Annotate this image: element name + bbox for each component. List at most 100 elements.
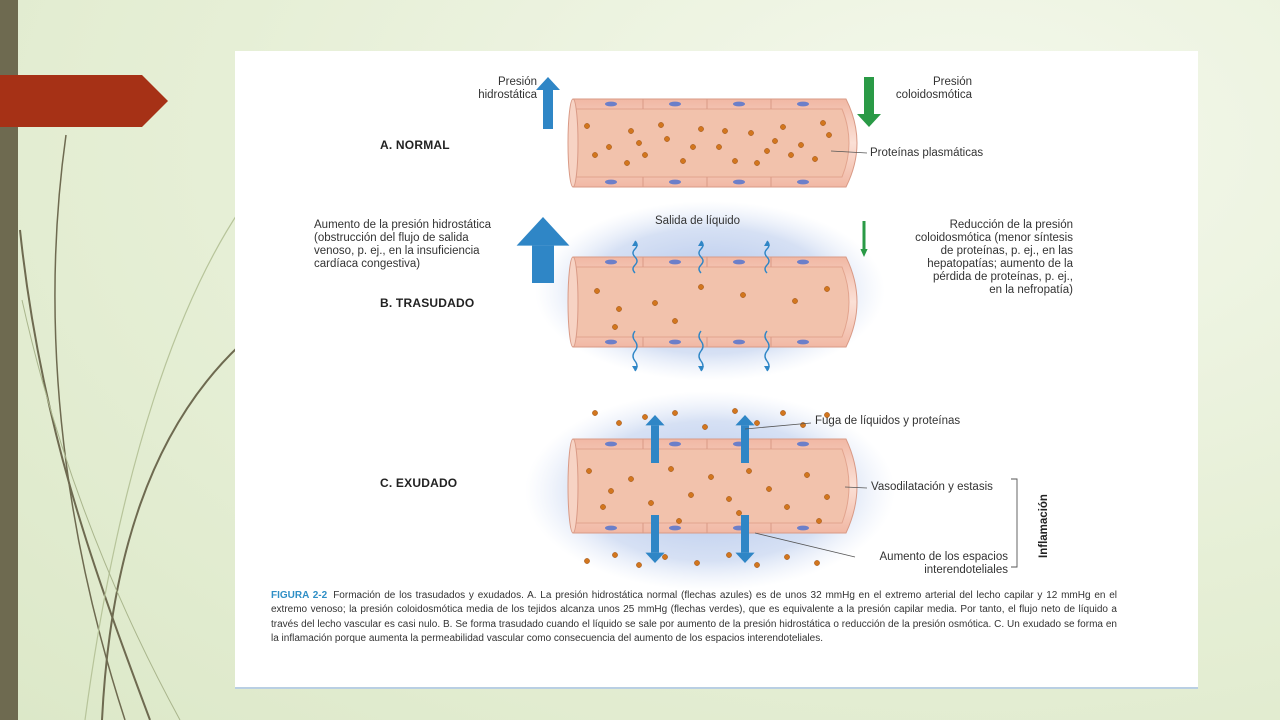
protein-dot (688, 492, 694, 498)
protein-dot (726, 496, 732, 502)
protein-dot (642, 414, 648, 420)
endothelial-nucleus (797, 441, 809, 447)
protein-dot (636, 562, 642, 568)
endothelial-nucleus (605, 441, 617, 447)
label-aumento-presion: Aumento de la presión hidrostática (obst… (314, 219, 526, 271)
protein-dot (708, 474, 714, 480)
label-line: Presión (933, 76, 972, 88)
leader-line (744, 422, 812, 430)
label-line: pérdida de proteínas, p. ej., (932, 271, 1073, 283)
section-normal: A. NORMAL (380, 138, 450, 152)
protein-dot (748, 130, 754, 136)
protein-dot (798, 142, 804, 148)
protein-dot (698, 284, 704, 290)
protein-dot (780, 410, 786, 416)
endothelial-nucleus (669, 525, 681, 531)
endothelial-nucleus (605, 339, 617, 345)
endothelial-nucleus (797, 339, 809, 345)
fluid-wave-arrow-head (764, 241, 770, 246)
protein-dot (594, 288, 600, 294)
protein-dot (754, 420, 760, 426)
protein-dot (732, 408, 738, 414)
label-line: venoso, p. ej., en la insuficiencia (314, 245, 480, 257)
label-line: coloidosmótica (menor síntesis (915, 232, 1073, 244)
endothelial-nucleus (605, 259, 617, 265)
label-fuga: Fuga de líquidos y proteínas (815, 415, 961, 427)
section-transudado: B. TRASUDADO (380, 296, 475, 310)
fluid-wave-arrow (632, 240, 638, 274)
endothelial-nucleus (797, 259, 809, 265)
endothelial-nucleus (669, 101, 681, 107)
vessel-lumen (572, 108, 850, 178)
label-line: coloidosmótica (895, 89, 972, 101)
protein-dot (736, 510, 742, 516)
protein-dot (754, 160, 760, 166)
leader-line (830, 150, 868, 154)
leak-arrow-up-head (735, 415, 755, 426)
protein-dot (612, 324, 618, 330)
protein-dot (628, 476, 634, 482)
label-line: hidrostática (478, 89, 537, 101)
leak-arrow-down-head (735, 552, 755, 563)
label-aumento-espacios: Aumento de los espacios interendoteliale… (835, 551, 1009, 577)
vessel-cut-end (567, 438, 579, 534)
label-line: Presión (498, 76, 537, 88)
leader-line (844, 486, 868, 489)
protein-dot (586, 468, 592, 474)
protein-dot (616, 420, 622, 426)
caption-label: FIGURA 2-2 (271, 590, 328, 601)
label-presion-hidrostatica: Presión hidrostática (425, 76, 537, 102)
fluid-wave-arrow-head (632, 241, 638, 246)
fluid-wave-arrow (764, 240, 770, 274)
endothelial-nucleus (605, 179, 617, 185)
label-line: hepatopatías; aumento de la (927, 258, 1073, 270)
protein-dot (680, 158, 686, 164)
protein-dot (690, 144, 696, 150)
protein-dot (672, 318, 678, 324)
vessel-diagram (516, 77, 1018, 591)
oncotic-arrow-down-head (857, 114, 881, 127)
inflammation-bracket (1011, 478, 1018, 568)
label-presion-coloidosmotica: Presión coloidosmótica (855, 76, 972, 102)
protein-dot (592, 152, 598, 158)
protein-dot (754, 562, 760, 568)
protein-dot (726, 552, 732, 558)
protein-dot (624, 160, 630, 166)
protein-dot (668, 466, 674, 472)
protein-dot (812, 156, 818, 162)
protein-dot (716, 144, 722, 150)
vessel-cut-end (567, 98, 579, 188)
protein-dot (658, 122, 664, 128)
protein-dot (784, 504, 790, 510)
label-line: interendoteliales (924, 564, 1008, 576)
label-line: Aumento de la presión hidrostática (314, 219, 492, 231)
endothelial-nucleus (669, 259, 681, 265)
protein-dot (672, 410, 678, 416)
endothelial-nucleus (733, 339, 745, 345)
fluid-wave-arrow-head (698, 366, 704, 371)
protein-dot (824, 494, 830, 500)
protein-dot (746, 468, 752, 474)
endothelial-nucleus (669, 339, 681, 345)
label-reduccion-presion: Reducción de la presión coloidosmótica (… (855, 219, 1073, 297)
protein-dot (766, 486, 772, 492)
protein-dot (784, 554, 790, 560)
protein-dot (592, 410, 598, 416)
protein-dot (764, 148, 770, 154)
endothelial-nucleus (733, 101, 745, 107)
label-proteinas-plasmaticas: Proteínas plasmáticas (870, 147, 984, 159)
vessel-lumen (572, 266, 850, 338)
label-line: cardíaca congestiva) (314, 258, 421, 270)
label-line: Aumento de los espacios (879, 551, 1009, 563)
reduced-oncotic-arrow-head (860, 249, 868, 257)
label-salida-liquido: Salida de líquido (655, 215, 741, 227)
leak-arrow-down-head (645, 552, 665, 563)
endothelial-nucleus (733, 259, 745, 265)
protein-dot (606, 144, 612, 150)
protein-dot (826, 132, 832, 138)
protein-dot (642, 152, 648, 158)
protein-dot (814, 560, 820, 566)
protein-dot (772, 138, 778, 144)
endothelial-nucleus (669, 179, 681, 185)
protein-dot (600, 504, 606, 510)
